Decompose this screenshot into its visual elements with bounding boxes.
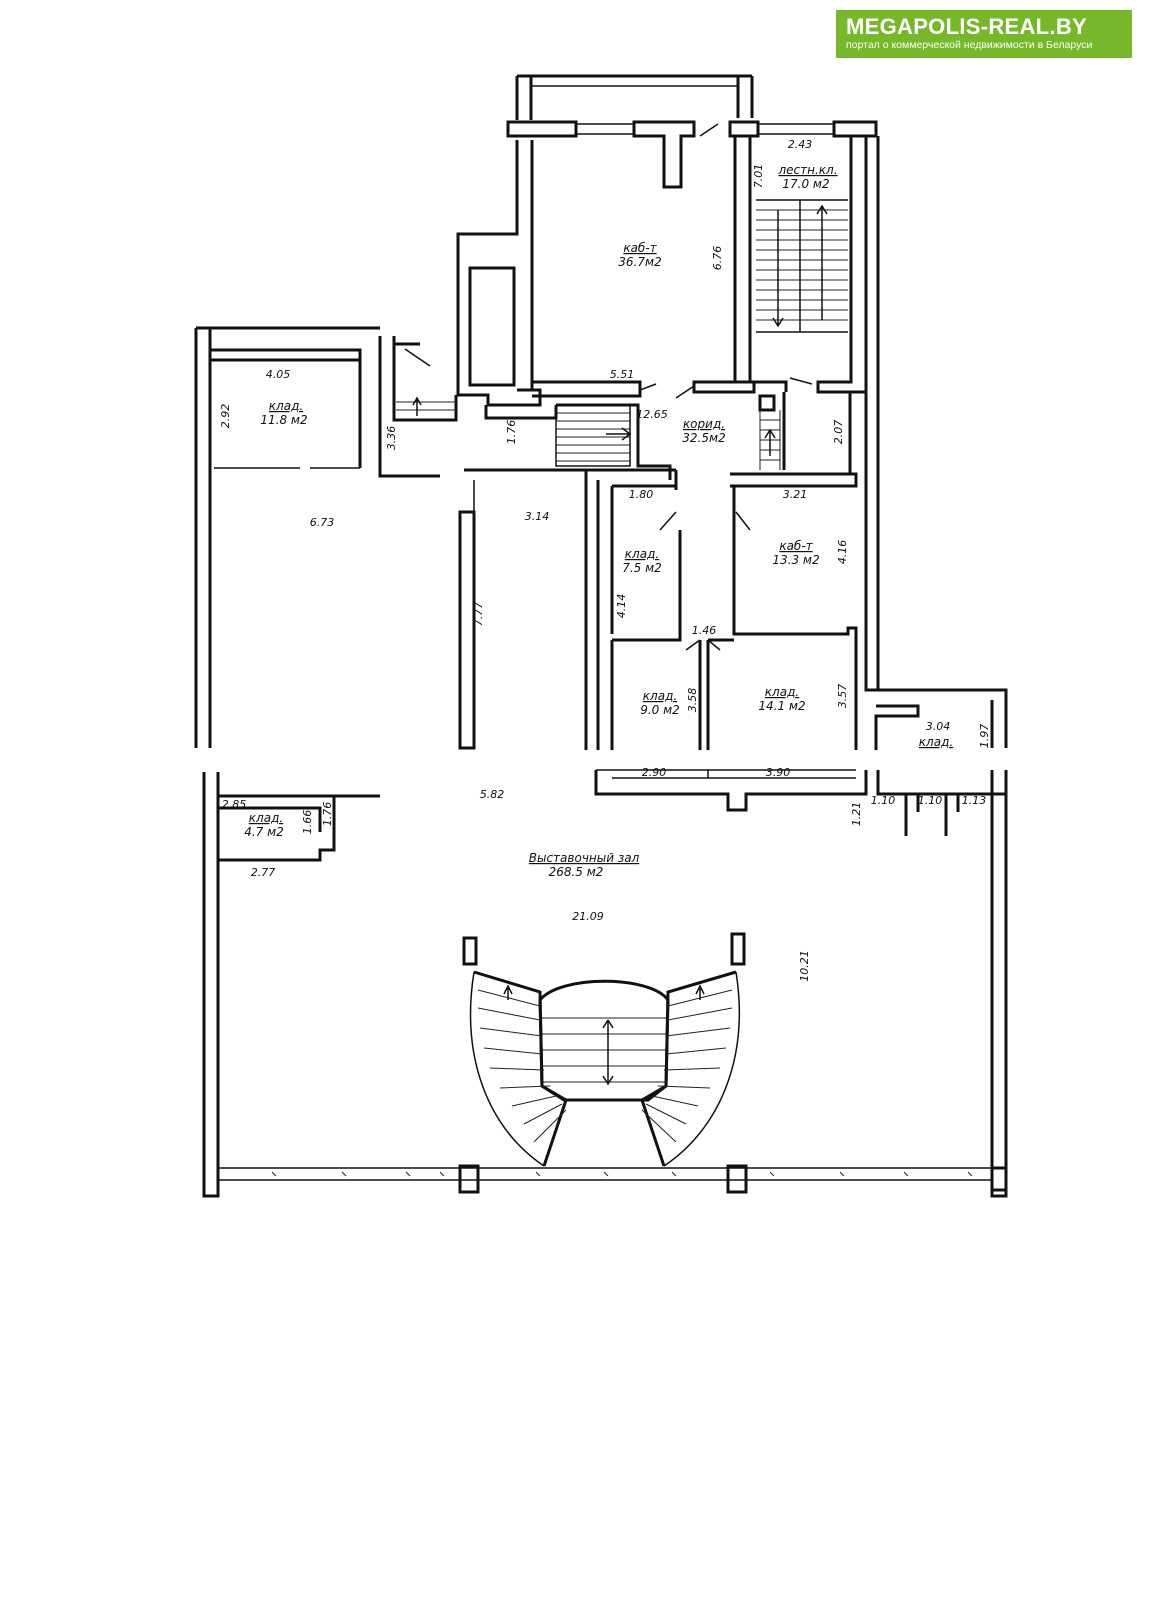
room-area: 32.5м2 [682,431,725,445]
room-name: лестн.кл. [777,163,837,177]
room-name: клад. [919,735,953,749]
dimension-label: 1.66 [301,810,314,835]
room-name: клад. [269,399,303,413]
room-storage-east: клад. [919,735,953,749]
room-storage-14: клад. 14.1 м2 [758,685,805,713]
dimension-label: 3.21 [783,488,808,501]
brand-logo[interactable]: MEGAPOLIS-REAL.BY портал о коммерческой … [836,10,1132,58]
dimension-label: 1.21 [850,802,863,827]
dimension-label: 2.43 [788,138,813,151]
room-area: 268.5 м2 [549,865,604,879]
dimension-label: 21.09 [572,910,604,923]
room-corridor: корид. 32.5м2 [682,417,725,445]
door-marks [214,123,813,651]
dimension-label: 3.90 [766,766,791,779]
dimension-label: 1.10 [871,794,896,807]
dimension-label: 2.85 [222,798,247,811]
room-name: клад. [765,685,799,699]
dimension-labels: 2.43 7.01 6.76 5.51 4.05 2.92 3.36 1.76 … [219,138,991,982]
stairs-corridor [396,396,781,470]
room-name: каб-т [779,539,813,553]
dimension-label: 1.10 [918,794,943,807]
room-exhibition-hall: Выставочный зал 268.5 м2 [529,851,640,879]
room-stair-cell: лестн.кл. 17.0 м2 [777,163,837,191]
room-name: каб-т [623,241,657,255]
room-area: 4.7 м2 [244,825,284,839]
walls-upper [456,74,1008,748]
dimension-label: 3.36 [385,426,398,451]
room-area: 13.3 м2 [772,553,819,567]
dimension-label: 5.51 [610,368,635,381]
dimension-label: 2.90 [642,766,667,779]
room-name: Выставочный зал [529,851,640,865]
dimension-label: 1.13 [962,794,987,807]
dimension-label: 4.05 [266,368,291,381]
room-area: 17.0 м2 [782,177,829,191]
room-name: клад. [643,689,677,703]
brand-name: MEGAPOLIS-REAL.BY [846,14,1087,39]
room-area: 9.0 м2 [640,703,680,717]
dimension-label: 2.92 [219,404,232,429]
room-area: 7.5 м2 [622,561,662,575]
dimension-label: 10.21 [798,950,811,982]
dimension-label: 1.46 [692,624,717,637]
walls-corridor [196,326,858,750]
dimension-label: 1.76 [505,420,518,445]
dimension-label: 1.97 [978,724,991,749]
dimension-label: 7.77 [472,602,485,627]
room-storage-small: клад. 7.5 м2 [622,547,662,575]
room-office-small: каб-т 13.3 м2 [772,539,819,567]
dimension-label: 1.76 [321,802,334,827]
dimension-label: 3.57 [836,684,849,709]
walls-small-rooms [610,470,920,750]
dimension-label: 3.58 [686,688,699,713]
dimension-label: 3.04 [926,720,951,733]
room-name: корид. [683,417,725,431]
staircase-north [756,199,848,333]
room-area: 11.8 м2 [260,413,307,427]
walls-west [194,328,476,750]
dimension-label: 5.82 [480,788,505,801]
dimension-label: 3.14 [525,510,550,523]
dimension-label: 6.73 [310,516,335,529]
dimension-label: 12.65 [636,408,668,421]
dimension-label: 4.14 [615,594,628,619]
room-storage-9: клад. 9.0 м2 [640,689,680,717]
room-area: 14.1 м2 [758,699,805,713]
dimension-label: 6.76 [711,246,724,271]
brand-tagline: портал о коммерческой недвижимости в Бел… [846,39,1093,51]
dimension-label: 4.16 [836,540,849,565]
room-name: клад. [249,811,283,825]
dimension-label: 2.07 [832,420,845,445]
walls-lower [202,769,1008,1198]
dimension-label: 2.77 [251,866,276,879]
room-storage-nw: клад. 11.8 м2 [260,399,307,427]
grand-staircase [469,970,740,1167]
dimension-label: 7.01 [752,164,765,189]
room-storage-west: клад. 4.7 м2 [244,811,284,839]
room-name: клад. [625,547,659,561]
room-office-large: каб-т 36.7м2 [618,241,661,269]
room-area: 36.7м2 [618,255,661,269]
dimension-label: 1.80 [629,488,654,501]
